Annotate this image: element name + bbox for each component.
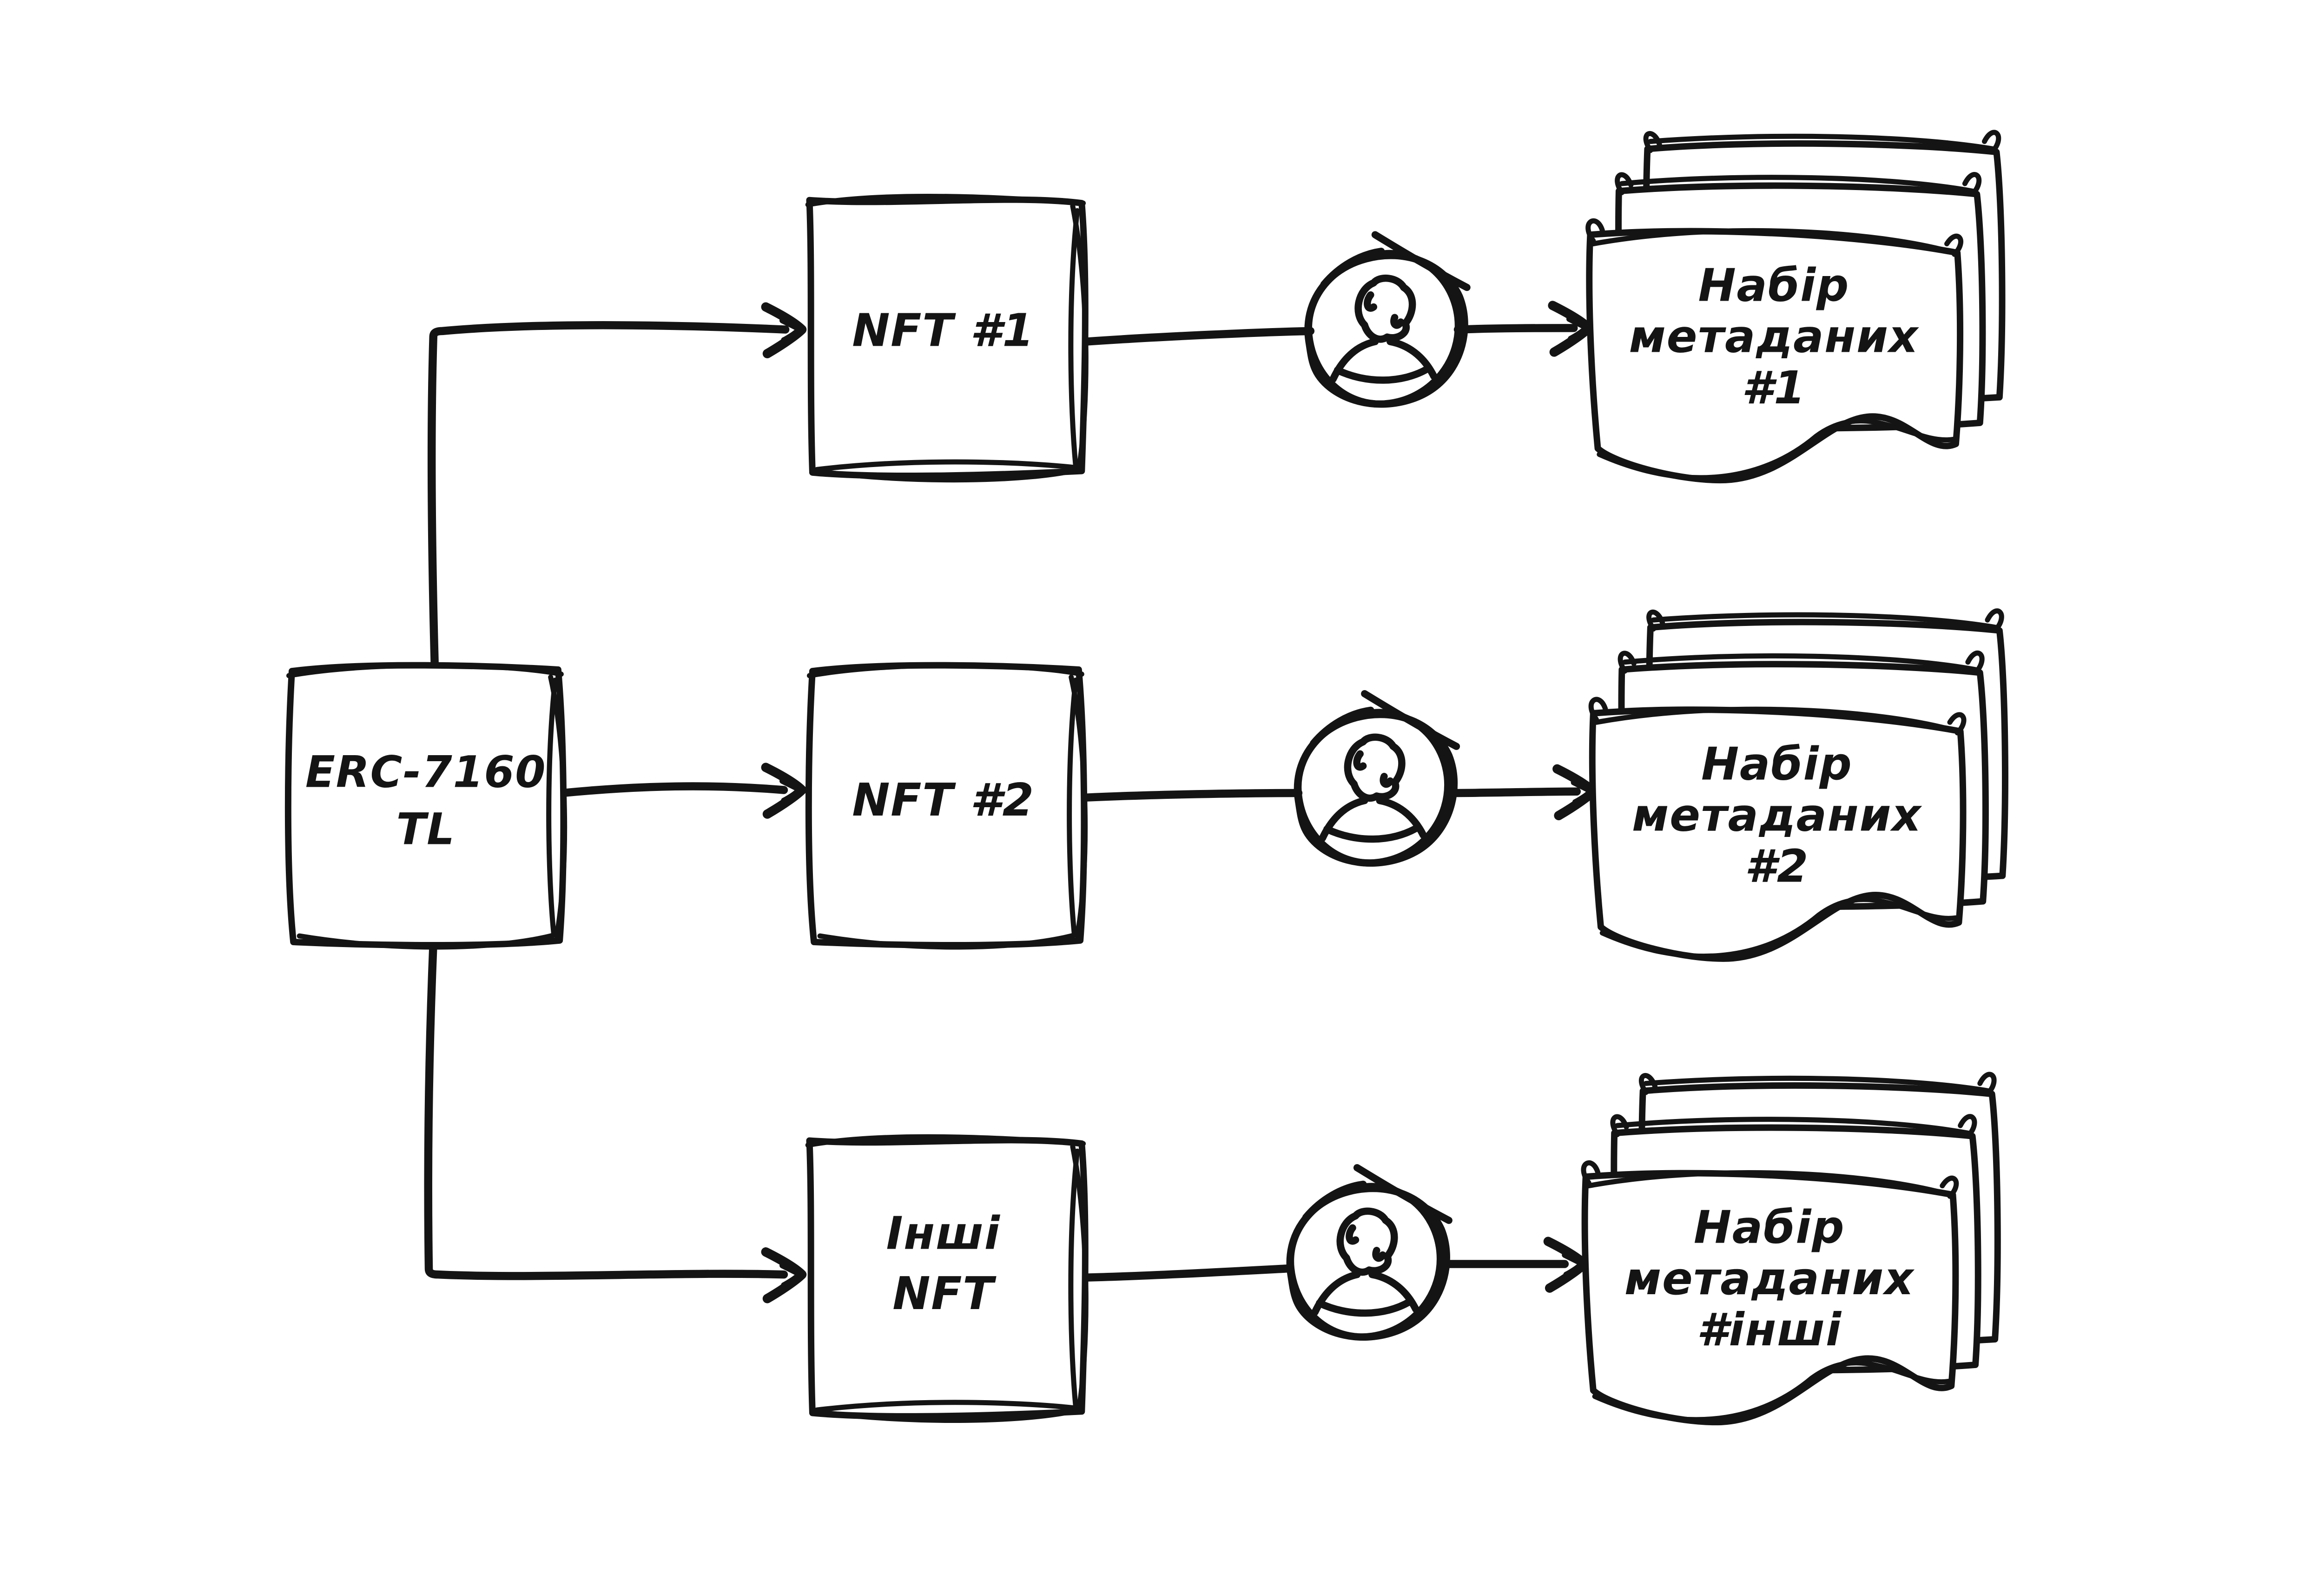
connector-erc-to-nft1 — [427, 321, 790, 672]
metadata2-line3: #2 — [1745, 840, 1809, 893]
row-nft1: NFT #1 Набір метаданих #1 — [808, 132, 2002, 480]
metadata1-line3: #1 — [1742, 362, 1806, 414]
nft2-label: NFT #2 — [852, 774, 1034, 826]
person-icon — [1308, 235, 1467, 404]
row-nft2: NFT #2 Набір метаданих #2 — [809, 611, 2005, 959]
row-nft-other: Інші NFT Набір метаданих #інші — [808, 1074, 1998, 1422]
nft-other-label-line1: Інші — [886, 1207, 1000, 1260]
connector-person1-to-stack1 — [1453, 324, 1578, 334]
person-icon — [1290, 1168, 1449, 1337]
erc7160-label-line1: ERC-7160 — [305, 747, 546, 798]
connector-nft-other-to-person3 — [1082, 1264, 1292, 1282]
metadata1-line1: Набір — [1698, 259, 1849, 312]
erc7160-label-line2: TL — [396, 804, 456, 855]
metadata-other-line3: #інші — [1697, 1304, 1842, 1356]
metadata-other-line1: Набір — [1694, 1201, 1845, 1254]
erc7160-node: ERC-7160 TL — [288, 665, 565, 947]
nft-other-label-line2: NFT — [892, 1267, 997, 1320]
connector-nft2-to-person2 — [1082, 789, 1303, 802]
metadata1-line2: метаданих — [1629, 310, 1920, 363]
person-icon — [1297, 694, 1456, 863]
metadata-other-line2: метаданих — [1624, 1252, 1915, 1305]
connector-erc-to-nft2 — [558, 782, 788, 797]
connector-erc-to-nft-other — [424, 939, 788, 1280]
nft1-label: NFT #1 — [852, 304, 1034, 357]
metadata2-line2: метаданих — [1632, 789, 1922, 841]
metadata2-line1: Набір — [1701, 737, 1852, 790]
connector-person2-to-stack2 — [1445, 787, 1581, 797]
connector-nft1-to-person1 — [1082, 327, 1315, 346]
